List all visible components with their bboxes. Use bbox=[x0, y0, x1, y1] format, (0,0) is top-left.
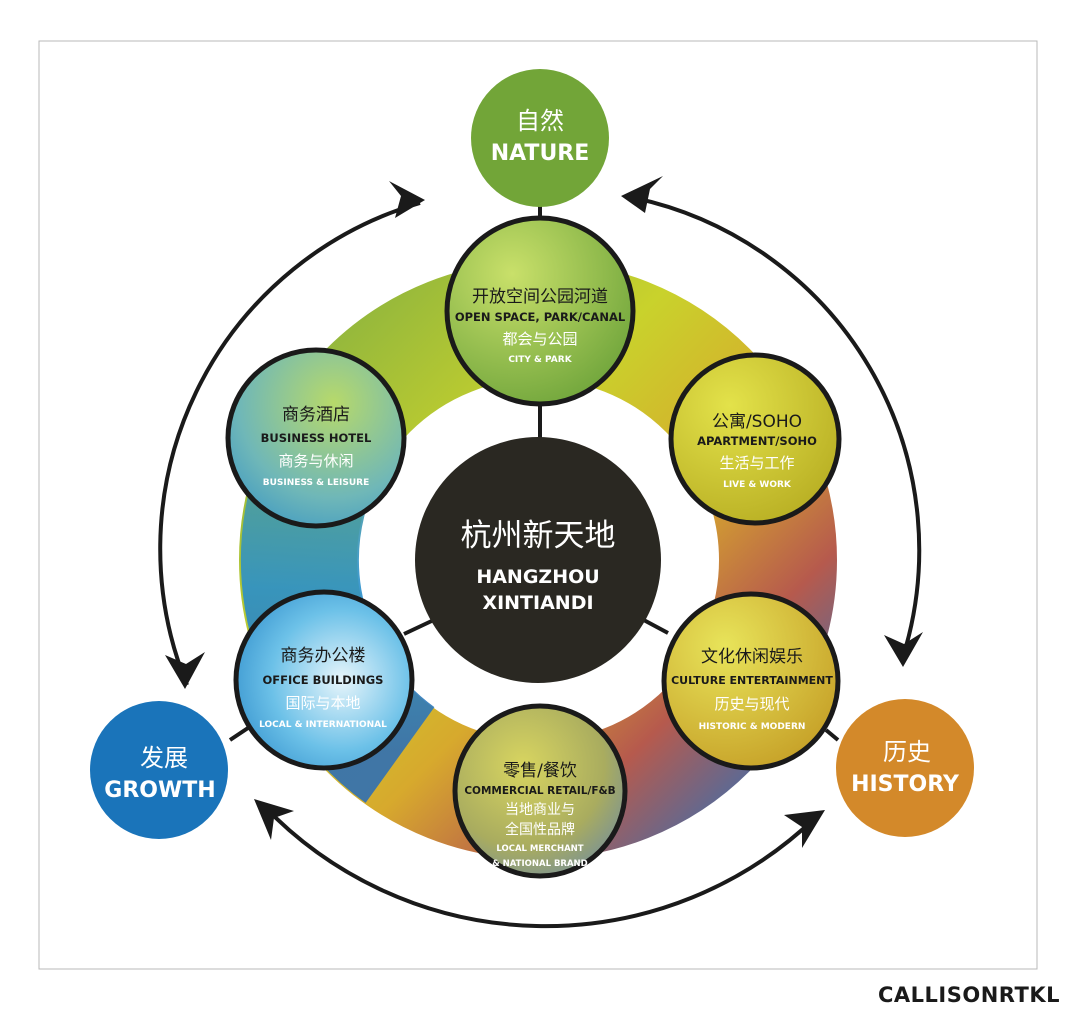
center-title-en-1: HANGZHOU bbox=[476, 566, 599, 588]
arrowhead-history-top bbox=[884, 632, 923, 667]
node-retail: 零售/餐饮 COMMERCIAL RETAIL/F&B 当地商业与 全国性品牌 … bbox=[452, 703, 628, 879]
culture-en: CULTURE ENTERTAINMENT bbox=[671, 674, 833, 687]
retail-sub-en-1: LOCAL MERCHANT bbox=[496, 844, 583, 854]
hotel-sub-en: BUSINESS & LEISURE bbox=[263, 478, 369, 488]
culture-sub-cn: 历史与现代 bbox=[714, 695, 789, 713]
retail-sub-en-2: & NATIONAL BRAND bbox=[492, 859, 587, 869]
retail-cn: 零售/餐饮 bbox=[503, 761, 577, 781]
retail-en: COMMERCIAL RETAIL/F&B bbox=[464, 785, 615, 797]
node-open-space: 开放空间公园河道 OPEN SPACE, PARK/CANAL 都会与公园 CI… bbox=[444, 215, 636, 407]
apartment-en: APARTMENT/SOHO bbox=[697, 434, 817, 448]
arrowhead-growth-bottom bbox=[254, 799, 294, 840]
arrowheads bbox=[165, 176, 923, 848]
arc-growth-to-nature bbox=[158, 201, 421, 686]
frame-border bbox=[38, 40, 1038, 970]
node-growth: 发展 GROWTH bbox=[90, 701, 228, 839]
arrowhead-history-bottom bbox=[784, 810, 825, 848]
culture-sub-en: HISTORIC & MODERN bbox=[699, 722, 806, 732]
open-space-cn: 开放空间公园河道 bbox=[472, 287, 608, 307]
cycle-arrows bbox=[158, 195, 922, 929]
retail-sub-cn-2: 全国性品牌 bbox=[505, 821, 575, 838]
node-culture: 文化休闲娱乐 CULTURE ENTERTAINMENT 历史与现代 HISTO… bbox=[661, 591, 841, 771]
history-cn: 历史 bbox=[883, 738, 931, 766]
arc-history-to-growth bbox=[261, 803, 817, 929]
center-node: 杭州新天地 HANGZHOU XINTIANDI bbox=[415, 437, 661, 683]
hotel-en: BUSINESS HOTEL bbox=[261, 431, 372, 445]
retail-sub-cn-1: 当地商业与 bbox=[505, 802, 575, 818]
center-title-cn: 杭州新天地 bbox=[461, 518, 616, 554]
office-cn: 商务办公楼 bbox=[281, 646, 366, 666]
node-office: 商务办公楼 OFFICE BUILDINGS 国际与本地 LOCAL & INT… bbox=[233, 589, 415, 771]
hotel-sub-cn: 商务与休闲 bbox=[278, 452, 353, 470]
office-sub-en: LOCAL & INTERNATIONAL bbox=[259, 720, 387, 730]
brand-logo: CALLISONRTKL bbox=[878, 983, 1060, 1007]
center-title-en-2: XINTIANDI bbox=[482, 592, 593, 614]
growth-en: GROWTH bbox=[104, 778, 215, 803]
apartment-cn: 公寓/SOHO bbox=[712, 412, 802, 432]
office-sub-cn: 国际与本地 bbox=[285, 694, 360, 712]
node-history: 历史 HISTORY bbox=[836, 699, 974, 837]
node-apartment: 公寓/SOHO APARTMENT/SOHO 生活与工作 LIVE & WORK bbox=[668, 352, 842, 526]
open-space-en: OPEN SPACE, PARK/CANAL bbox=[455, 310, 626, 324]
node-hotel: 商务酒店 BUSINESS HOTEL 商务与休闲 BUSINESS & LEI… bbox=[225, 347, 407, 529]
apartment-sub-en: LIVE & WORK bbox=[723, 480, 792, 490]
open-space-sub-en: CITY & PARK bbox=[508, 355, 572, 365]
arrowhead-nature-left bbox=[389, 181, 425, 218]
apartment-sub-cn: 生活与工作 bbox=[719, 454, 794, 472]
hotel-cn: 商务酒店 bbox=[282, 405, 350, 425]
node-nature: 自然 NATURE bbox=[471, 69, 609, 207]
history-en: HISTORY bbox=[851, 772, 960, 797]
nature-en: NATURE bbox=[491, 141, 590, 166]
arc-nature-to-history bbox=[629, 195, 922, 661]
office-en: OFFICE BUILDINGS bbox=[263, 673, 384, 687]
culture-cn: 文化休闲娱乐 bbox=[701, 647, 803, 667]
open-space-sub-cn: 都会与公园 bbox=[502, 330, 577, 348]
arrowhead-nature-right bbox=[621, 176, 663, 213]
growth-cn: 发展 bbox=[140, 744, 188, 772]
nature-cn: 自然 bbox=[516, 107, 564, 135]
arrowhead-growth-top bbox=[165, 652, 205, 689]
